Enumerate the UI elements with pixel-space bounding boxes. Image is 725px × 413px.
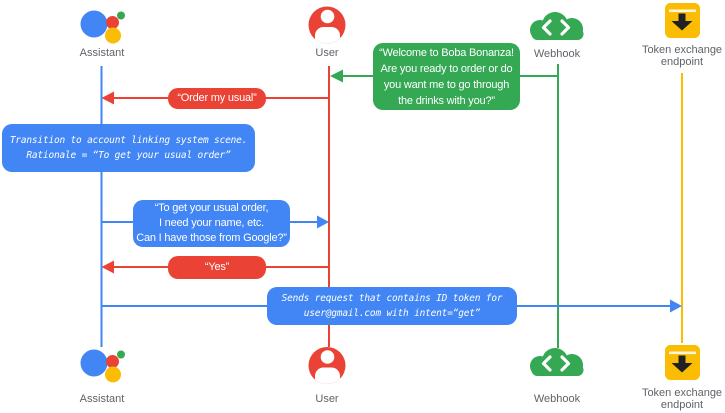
user-label: User bbox=[315, 47, 339, 59]
webhook-icon bbox=[530, 348, 584, 376]
assistant-icon bbox=[80, 349, 125, 383]
webhook-icon bbox=[530, 12, 584, 40]
user-icon bbox=[308, 6, 346, 44]
token-endpoint-icon bbox=[665, 345, 700, 380]
welcome-message: “Welcome to Boba Bonanza! Are you ready … bbox=[373, 43, 520, 110]
user-label: User bbox=[315, 393, 339, 405]
user-icon bbox=[308, 347, 346, 384]
token-endpoint-label: Token exchange endpoint bbox=[641, 387, 723, 411]
yes-message: “Yes” bbox=[168, 256, 266, 279]
assistant-label: Assistant bbox=[79, 47, 125, 59]
token-endpoint-label: Token exchange endpoint bbox=[641, 44, 723, 68]
token-endpoint-icon bbox=[665, 3, 700, 38]
transition-note: Transition to account linking system sce… bbox=[2, 124, 255, 172]
webhook-label: Webhook bbox=[533, 48, 581, 60]
webhook-label: Webhook bbox=[533, 393, 581, 405]
send-request-message: Sends request that contains ID token for… bbox=[267, 287, 517, 325]
ask-google-message: “To get your usual order, I need your na… bbox=[133, 200, 290, 247]
order-usual-message: “Order my usual” bbox=[168, 88, 266, 109]
assistant-label: Assistant bbox=[79, 393, 125, 405]
assistant-icon bbox=[80, 10, 125, 44]
